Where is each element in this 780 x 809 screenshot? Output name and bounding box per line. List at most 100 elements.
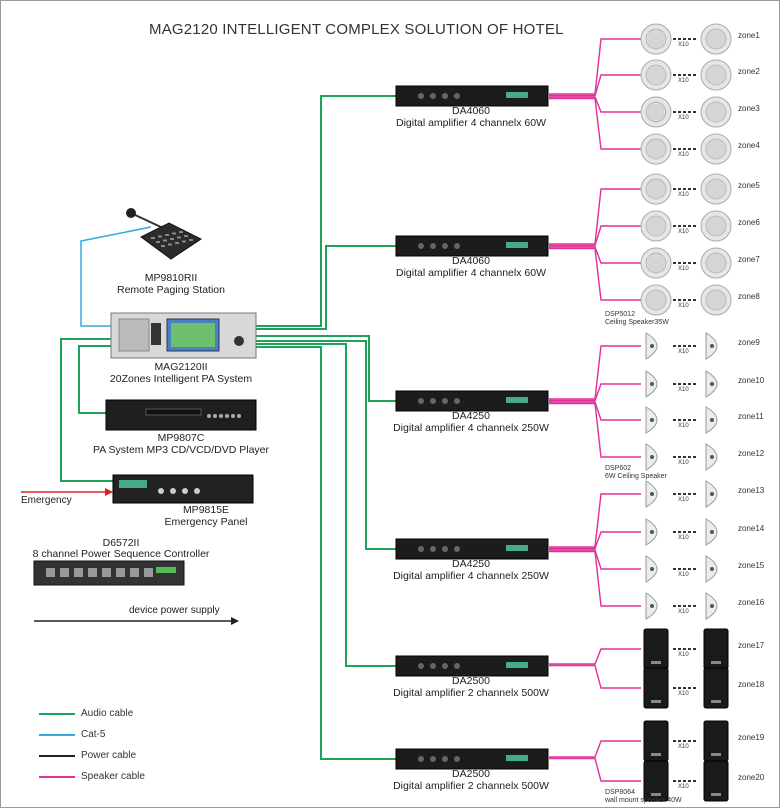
speaker-zone2-last-grille (705, 64, 727, 86)
multiplier-label-zone20: X10 (678, 784, 689, 790)
amplifier-knob (430, 546, 436, 552)
emergency-input-label: Emergency (21, 495, 72, 506)
paging-key (182, 240, 186, 243)
amplifier-knob (454, 663, 460, 669)
multiplier-label-zone18: X10 (678, 691, 689, 697)
player-button (219, 414, 223, 418)
legend-audio-label: Audio cable (81, 708, 134, 719)
speaker-zone6-last-grille (705, 215, 727, 237)
speaker-cable-2-4 (549, 247, 641, 301)
mag-model: MAG2120II (154, 361, 208, 373)
paging-key (172, 232, 176, 235)
speaker-zone18-first-badge (651, 700, 661, 703)
amplifier-knob (442, 93, 448, 99)
paging-key (158, 235, 162, 238)
audio-cable-amp-2 (256, 245, 396, 330)
amplifier-knob (418, 398, 424, 404)
zone-label-20: zone20 (738, 773, 765, 782)
legend-cat5-label: Cat-5 (81, 729, 106, 740)
speaker-zone5-first-grille (645, 178, 667, 200)
audio-cable-amp-5 (256, 343, 396, 667)
zone-label-18: zone18 (738, 680, 765, 689)
zone-label-17: zone17 (738, 641, 765, 650)
cat5-cable-paging (80, 226, 152, 327)
speaker-zone9-last-logo (710, 344, 714, 348)
speaker-zone20-last-badge (711, 793, 721, 796)
speaker-zone18-first (643, 667, 669, 709)
speaker-zone8-last-grille (705, 289, 727, 311)
emergency-panel-display (119, 480, 147, 488)
zone-label-7: zone7 (738, 255, 760, 264)
speaker-zone18-last (703, 667, 729, 709)
mag-knob (234, 336, 244, 346)
speaker-cable-4-2 (549, 531, 641, 550)
zone-label-10: zone10 (738, 376, 765, 385)
speaker-cable-4-1 (549, 493, 641, 548)
amplifier-knob (430, 93, 436, 99)
speaker-zone19-last-badge (711, 753, 721, 756)
paging-key (179, 231, 183, 233)
speaker-zone19-first-badge (651, 753, 661, 756)
paging-key (189, 239, 193, 241)
multiplier-label-zone3: X10 (678, 115, 689, 121)
zone-label-1: zone1 (738, 31, 760, 40)
speaker-cable-5-2 (549, 664, 641, 689)
player-button (231, 414, 235, 418)
sequencer-outlet (60, 568, 69, 577)
zone-label-3: zone3 (738, 104, 760, 113)
amplifier-knob (430, 663, 436, 669)
mag-desc: 20Zones Intelligent PA System (109, 373, 253, 385)
player-label: MP9807C PA System MP3 CD/VCD/DVD Player (71, 432, 291, 456)
multiplier-label-zone1: X10 (678, 42, 689, 48)
speaker-note-wall40: DSP8064 wall mount speaker 40W (605, 789, 682, 805)
amplifier-display (506, 755, 528, 761)
speaker-zone11-last-logo (710, 418, 714, 422)
emergency-panel-desc: Emergency Panel (164, 516, 248, 528)
multiplier-label-zone4: X10 (678, 152, 689, 158)
speaker-cable-2-3 (549, 246, 641, 264)
amplifier-3-model: DA4250 (452, 410, 490, 422)
speaker-cable-3-3 (549, 401, 641, 421)
multiplier-label-zone11: X10 (678, 423, 689, 429)
sequencer-outlet (74, 568, 83, 577)
speaker-zone12-last-logo (710, 455, 714, 459)
player-model: MP9807C (157, 432, 205, 444)
speaker-cable-2-1 (549, 188, 641, 245)
multiplier-label-zone5: X10 (678, 192, 689, 198)
speaker-zone13-first-logo (650, 492, 654, 496)
amplifier-1-chassis (395, 85, 549, 107)
speaker-note-ceiling35-model: DSP5012 (605, 311, 635, 318)
amplifier-knob (454, 243, 460, 249)
player-desc: PA System MP3 CD/VCD/DVD Player (92, 444, 269, 456)
emergency-panel-model: MP9815E (182, 504, 230, 516)
player-button (225, 414, 229, 418)
audio-cable-amp-1 (256, 95, 396, 327)
speaker-zone14-last-logo (710, 530, 714, 534)
speaker-cable-5-1 (549, 648, 641, 665)
amplifier-3-desc: Digital amplifier 4 channelx 250W (393, 422, 549, 434)
speaker-cable-1-2 (549, 74, 641, 97)
paging-key (151, 237, 155, 239)
amplifier-knob (454, 398, 460, 404)
paging-station-model: MP9810RII (144, 272, 198, 284)
speaker-zone10-first-logo (650, 382, 654, 386)
sequencer-label: D6572II 8 channel Power Sequence Control… (31, 538, 211, 560)
emergency-panel-button (182, 488, 188, 494)
speaker-zone7-first-grille (645, 252, 667, 274)
sequencer-desc: 8 channel Power Sequence Controller (32, 548, 210, 560)
amplifier-knob (442, 663, 448, 669)
speaker-zone4-first-grille (645, 138, 667, 160)
zone-label-19: zone19 (738, 733, 765, 742)
speaker-cable-4-3 (549, 549, 641, 570)
amplifier-knob (430, 243, 436, 249)
player-tray (145, 408, 202, 416)
speaker-zone17-last-badge (711, 661, 721, 664)
amplifier-knob (454, 546, 460, 552)
speaker-zone8-first-grille (645, 289, 667, 311)
speaker-cable-3-1 (549, 345, 641, 400)
speaker-note-wall40-model: DSP8064 (605, 789, 635, 796)
amplifier-5-desc: Digital amplifier 2 channelx 500W (393, 687, 549, 699)
zone-label-11: zone11 (738, 412, 764, 421)
amplifier-2-desc: Digital amplifier 4 channelx 60W (396, 267, 546, 279)
